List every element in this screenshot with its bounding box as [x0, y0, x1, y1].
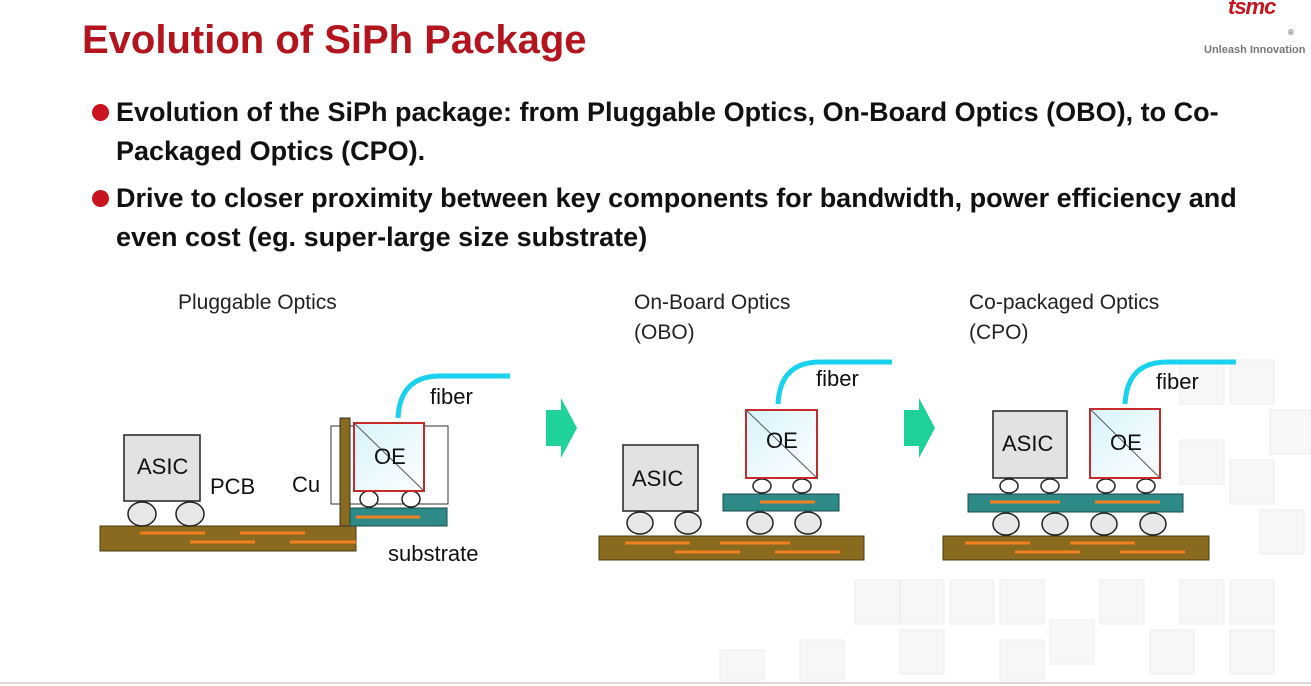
cpo-cu-traces	[965, 541, 1185, 554]
cpo-oe-ball	[1096, 478, 1116, 494]
obo-oe-label: OE	[766, 428, 798, 453]
cpo-oe-ball	[1136, 478, 1156, 494]
bullet-item: Evolution of the SiPh package: from Plug…	[92, 93, 1242, 171]
cpo-pcb	[942, 535, 1210, 561]
obo-title-line2: (OBO)	[634, 321, 695, 344]
cpo-fiber	[1122, 359, 1236, 405]
cpo-asic-label: ASIC	[1002, 431, 1054, 456]
bullet-dot-icon	[92, 104, 109, 121]
obo-board-ball	[794, 511, 822, 535]
cpo-asic-ball	[1040, 478, 1060, 494]
cpo-asic-ball	[999, 478, 1019, 494]
cpo-board-ball	[1090, 512, 1118, 536]
pluggable-diagram	[99, 373, 510, 552]
pluggable-substrate-label: substrate	[388, 541, 479, 566]
obo-oe-ball	[752, 478, 772, 494]
bullet-dot-icon	[92, 190, 109, 207]
obo-fiber-label: fiber	[816, 366, 859, 391]
obo-asic-label: ASIC	[632, 466, 684, 491]
bullet-list: Evolution of the SiPh package: from Plug…	[92, 93, 1242, 265]
pluggable-asic-ball	[127, 501, 157, 527]
obo-asic-ball	[626, 511, 654, 535]
obo-title-line1: On-Board Optics	[634, 291, 791, 314]
cpo-asic-chip	[992, 410, 1068, 479]
obo-cu-traces	[625, 541, 840, 554]
cpo-diagram	[942, 359, 1236, 561]
obo-asic-ball	[674, 511, 702, 535]
arrow-right-icon	[904, 398, 935, 458]
pluggable-title: Pluggable Optics	[178, 291, 337, 314]
pluggable-connector	[339, 417, 351, 527]
cpo-board-ball	[992, 512, 1020, 536]
pluggable-asic-chip	[123, 434, 201, 502]
pluggable-pcb	[99, 525, 357, 552]
pluggable-pcb-label: PCB	[210, 474, 256, 499]
bullet-text: Drive to closer proximity between key co…	[116, 183, 1237, 252]
pluggable-asic-ball	[175, 501, 205, 527]
bullet-item: Drive to closer proximity between key co…	[92, 179, 1242, 257]
slide-title: Evolution of SiPh Package	[82, 18, 587, 62]
tsmc-logo: tsmc	[1228, 0, 1276, 19]
logo-registered-mark: ®	[1288, 28, 1294, 37]
cpo-board-ball	[1041, 512, 1069, 536]
cpo-title-line1: Co-packaged Optics	[969, 291, 1160, 314]
logo-tagline: Unleash Innovation	[1204, 44, 1306, 56]
pluggable-fiber-label: fiber	[430, 384, 473, 409]
obo-oe-ball	[792, 478, 812, 494]
obo-pcb	[598, 535, 865, 561]
pluggable-fiber	[395, 373, 510, 419]
pluggable-cu-label: Cu	[292, 472, 321, 497]
cpo-title-line2: (CPO)	[969, 321, 1029, 344]
pluggable-cu-traces	[140, 531, 356, 544]
obo-asic-chip	[622, 444, 699, 512]
pluggable-oe-label: OE	[374, 444, 406, 469]
pluggable-oe-ball	[359, 490, 379, 508]
cpo-board-ball	[1139, 512, 1167, 536]
obo-board-ball	[746, 511, 774, 535]
obo-diagram	[598, 359, 892, 561]
pluggable-oe-ball	[401, 490, 421, 508]
obo-fiber	[775, 359, 892, 405]
pluggable-asic-label: ASIC	[137, 454, 189, 479]
cpo-substrate	[967, 493, 1184, 513]
arrow-right-icon	[546, 398, 577, 458]
cpo-fiber-label: fiber	[1156, 369, 1199, 394]
bullet-text: Evolution of the SiPh package: from Plug…	[116, 97, 1219, 166]
cpo-oe-label: OE	[1110, 430, 1142, 455]
footer-divider	[0, 682, 1311, 684]
